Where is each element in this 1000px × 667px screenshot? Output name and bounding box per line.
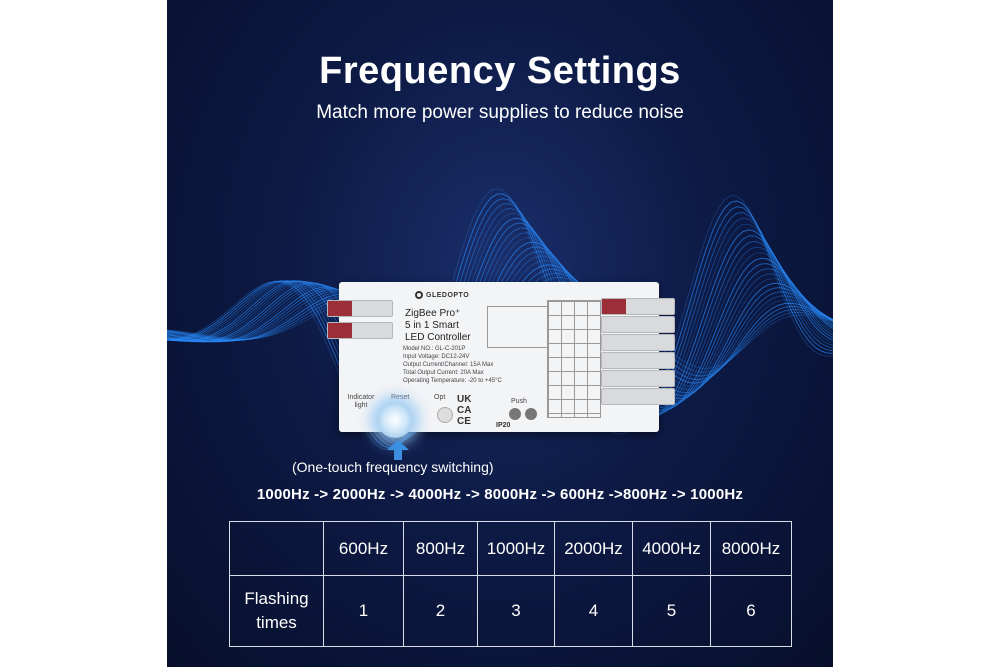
- page-subtitle: Match more power supplies to reduce nois…: [316, 102, 684, 123]
- table-header-cell: 2000Hz: [554, 521, 633, 576]
- push-label: Push: [511, 398, 527, 405]
- table-cell: 5: [632, 575, 711, 647]
- wave-line: [167, 227, 833, 433]
- table-cell: 4: [554, 575, 633, 647]
- table-row: Flashing times 1 2 3 4 5 6: [229, 575, 792, 647]
- table-header-cell: 1000Hz: [477, 521, 555, 576]
- input-terminals: [327, 300, 393, 346]
- indicator-light-label: Indicator light: [347, 394, 375, 409]
- wave-line: [167, 217, 833, 438]
- wave-line: [167, 188, 833, 450]
- output-terminals: [601, 298, 675, 408]
- opt-button[interactable]: [437, 407, 453, 423]
- product-name-line1: ZigBee Pro⁺: [405, 308, 461, 319]
- reset-label: Reset: [391, 394, 410, 401]
- table-cell: 3: [477, 575, 555, 647]
- wave-line: [167, 207, 833, 443]
- brand-name: GLEDOPTO: [426, 291, 470, 299]
- opt-label: Opt: [434, 394, 446, 401]
- wave-line: [167, 237, 833, 427]
- frequency-table: 600Hz 800Hz 1000Hz 2000Hz 4000Hz 8000Hz …: [229, 521, 792, 647]
- wave-line: [167, 212, 833, 440]
- mode-table: [487, 306, 549, 348]
- push-button-1[interactable]: [509, 408, 521, 420]
- spec-temperature: Operating Temperature: -20 to +45°C: [403, 378, 502, 384]
- table-header-cell: 4000Hz: [632, 521, 711, 576]
- spec-input-voltage: Input Voltage: DC12-24V: [403, 354, 470, 360]
- table-header-cell: [229, 521, 324, 576]
- table-header-cell: 8000Hz: [710, 521, 792, 576]
- reset-button[interactable]: [377, 402, 413, 438]
- row-label-line1: Flashing: [244, 589, 309, 608]
- led-controller-device: GLEDOPTO ZigBee Pro⁺ 5 in 1 Smart LED Co…: [327, 282, 675, 438]
- spec-total-current: Total Output Current: 20A Max: [403, 370, 484, 376]
- table-cell: 2: [403, 575, 478, 647]
- frequency-sequence: 1000Hz -> 2000Hz -> 4000Hz -> 8000Hz -> …: [256, 486, 744, 503]
- row-label-cell: Flashing times: [229, 575, 324, 647]
- wave-line: [167, 193, 833, 449]
- table-header-row: 600Hz 800Hz 1000Hz 2000Hz 4000Hz 8000Hz: [229, 521, 792, 576]
- table-header-cell: 600Hz: [323, 521, 404, 576]
- table-cell: 1: [323, 575, 404, 647]
- spec-model: Model NO.: GL-C-201P: [403, 346, 466, 352]
- wave-line: [167, 241, 833, 424]
- product-banner: Frequency Settings Match more power supp…: [167, 0, 833, 667]
- wave-line: [167, 232, 833, 430]
- row-label-line2: times: [256, 613, 297, 632]
- table-cell: 6: [710, 575, 792, 647]
- page-title: Frequency Settings: [319, 50, 681, 92]
- push-button-2[interactable]: [525, 408, 537, 420]
- logo-icon: [415, 291, 423, 299]
- arrow-up-icon: [387, 440, 409, 460]
- output-wiring-table: [547, 300, 601, 418]
- spec-output-current: Output Current/Channel: 15A Max: [403, 362, 494, 368]
- product-name-line2: 5 in 1 Smart: [405, 320, 459, 331]
- brand-logo: GLEDOPTO: [415, 291, 469, 299]
- frequency-caption: (One-touch frequency switching): [292, 459, 494, 475]
- product-name-line3: LED Controller: [405, 332, 471, 343]
- ip-rating-label: IP20: [496, 422, 511, 429]
- wave-line: [167, 222, 833, 435]
- certification-marks: UK CA CE: [457, 394, 472, 427]
- table-header-cell: 800Hz: [403, 521, 478, 576]
